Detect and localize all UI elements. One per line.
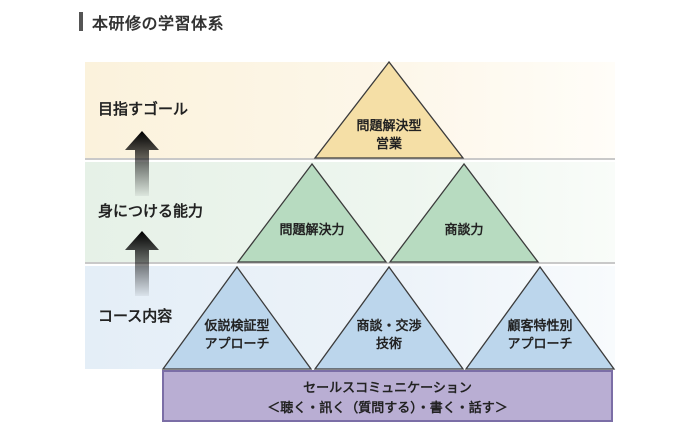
course-right-label: 顧客特性別 アプローチ — [490, 318, 590, 354]
course-left-label: 仮説検証型 アプローチ — [187, 318, 287, 354]
page-title: 本研修の学習体系 — [92, 14, 225, 33]
skill-right-label: 商談力 — [444, 223, 484, 238]
title-accent-bar — [79, 12, 83, 31]
skill-left-label: 問題解決力 — [279, 223, 345, 238]
skill-triangle-right — [388, 162, 540, 263]
skills-row-label: 身につける能力 — [98, 202, 204, 220]
course-middle-line2: 技術 — [375, 337, 402, 352]
course-middle-line1: 商談・交渉 — [356, 319, 422, 334]
course-right-line1: 顧客特性別 — [507, 319, 573, 334]
goal-triangle — [313, 60, 465, 159]
goal-triangle-label: 問題解決型 営業 — [339, 118, 439, 154]
band-divider — [85, 262, 615, 264]
course-triangle-middle — [313, 265, 465, 370]
skill-triangle-left — [236, 162, 388, 263]
course-left-line1: 仮説検証型 — [204, 319, 270, 334]
goal-line2: 営業 — [375, 137, 402, 152]
course-left-line2: アプローチ — [204, 337, 270, 352]
course-triangle-right — [464, 265, 616, 370]
foundation-subtitle: ＜聴く・訊く（質問する）・書く・話す＞ — [267, 401, 508, 416]
goal-line1: 問題解決型 — [356, 119, 422, 134]
course-row-label: コース内容 — [98, 307, 173, 325]
course-middle-label: 商談・交渉 技術 — [339, 318, 439, 354]
band-divider — [85, 158, 615, 160]
upward-arrow-icon — [125, 231, 159, 296]
course-triangle-left — [161, 265, 313, 370]
foundation-box: セールスコミュニケーション ＜聴く・訊く（質問する）・書く・話す＞ — [162, 370, 613, 422]
foundation-title: セールスコミュニケーション — [303, 381, 472, 396]
goal-row-label: 目指すゴール — [98, 100, 189, 118]
upward-arrow-icon — [125, 131, 159, 196]
course-right-line2: アプローチ — [507, 337, 573, 352]
